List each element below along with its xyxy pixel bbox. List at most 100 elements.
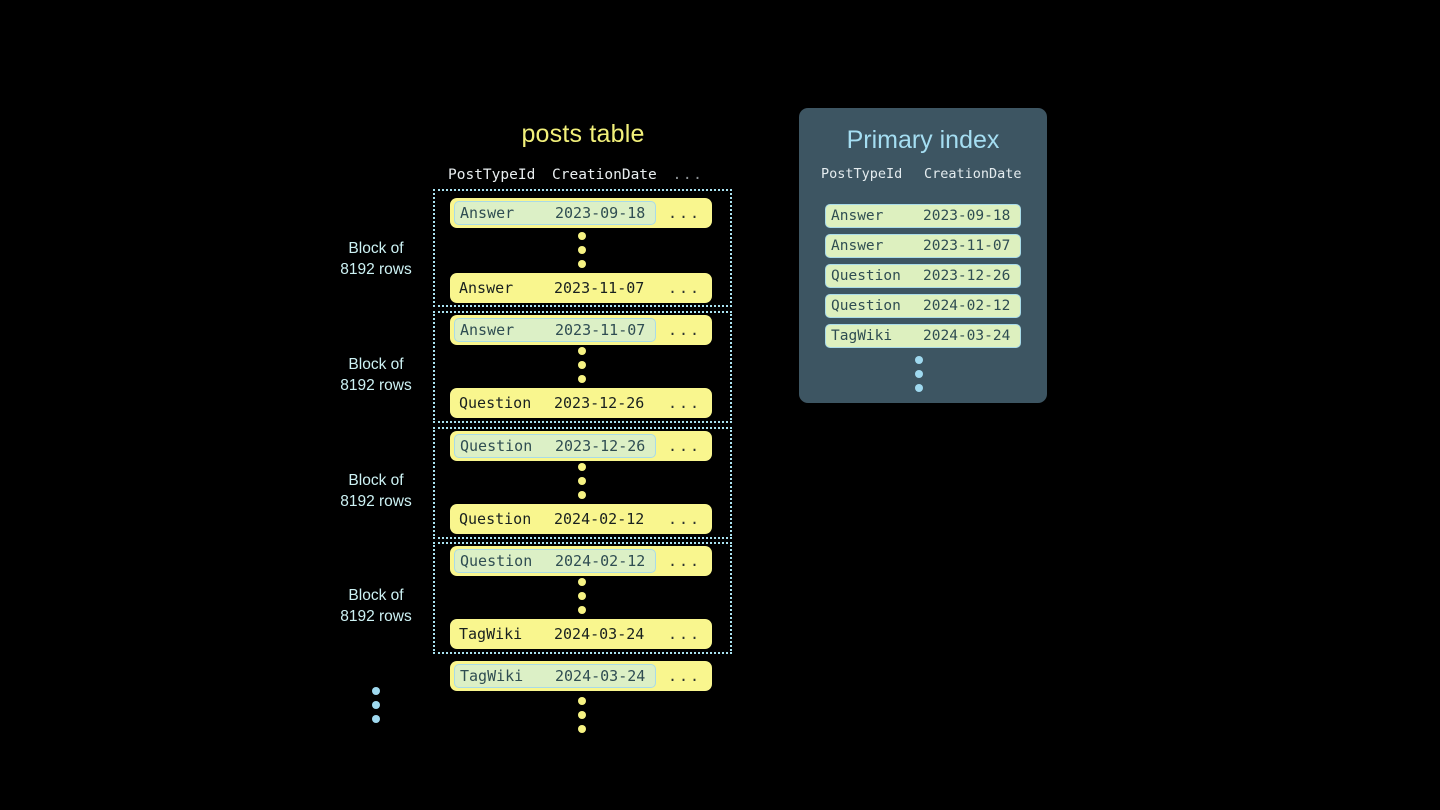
block-label-line1: Block of — [348, 587, 404, 604]
block-label-line1: Block of — [348, 356, 404, 373]
cell-posttypeid: Answer — [831, 208, 884, 224]
cell-creationdate: 2024-02-12 — [554, 510, 645, 528]
cell-ellipsis: ... — [667, 321, 702, 339]
column-header-creationdate: CreationDate — [924, 166, 1022, 182]
table-row: Answer 2023-11-07 ... — [450, 315, 712, 345]
dot — [578, 606, 586, 614]
cell-creationdate: 2023-12-26 — [555, 437, 646, 455]
cell-creationdate: 2024-03-24 — [554, 625, 645, 643]
block-outline-4 — [433, 542, 732, 654]
cell-posttypeid: Answer — [459, 279, 514, 297]
block-label-2: Block of 8192 rows — [301, 354, 451, 396]
dot — [578, 260, 586, 268]
dot — [578, 578, 586, 586]
cell-posttypeid: Question — [460, 552, 533, 570]
table-row: Question 2023-12-26 ... — [450, 431, 712, 461]
cell-creationdate: 2023-12-26 — [923, 268, 1011, 284]
cell-ellipsis: ... — [667, 510, 702, 528]
dot — [578, 491, 586, 499]
cell-creationdate: 2024-02-12 — [555, 552, 646, 570]
dot — [578, 361, 586, 369]
column-header-creationdate: CreationDate — [552, 167, 657, 183]
index-key-highlight: TagWiki 2024-03-24 — [454, 664, 656, 688]
index-row: Answer 2023-11-07 — [825, 234, 1021, 258]
block-label-line2: 8192 rows — [340, 608, 412, 625]
cell-creationdate: 2023-11-07 — [555, 321, 646, 339]
cell-posttypeid: Answer — [831, 238, 884, 254]
blocks-continue-dots — [371, 687, 381, 723]
dot — [578, 592, 586, 600]
cell-ellipsis: ... — [667, 625, 702, 643]
table-row: Question 2024-02-12 ... — [450, 546, 712, 576]
cell-creationdate: 2023-12-26 — [554, 394, 645, 412]
block-outline-2 — [433, 311, 732, 423]
table-row: TagWiki 2024-03-24 ... — [450, 619, 712, 649]
rows-omitted-dots — [577, 578, 587, 614]
cell-creationdate: 2023-11-07 — [554, 279, 645, 297]
dot — [578, 697, 586, 705]
cell-posttypeid: Question — [831, 298, 901, 314]
cell-ellipsis: ... — [667, 552, 702, 570]
dot — [915, 384, 923, 392]
block-label-line2: 8192 rows — [340, 261, 412, 278]
block-label-line2: 8192 rows — [340, 493, 412, 510]
index-continues-dots — [914, 356, 924, 392]
cell-posttypeid: Question — [459, 510, 532, 528]
index-key-highlight: Question 2023-12-26 — [454, 434, 656, 458]
table-continues-dots — [577, 697, 587, 733]
cell-creationdate: 2024-02-12 — [923, 298, 1011, 314]
posts-table-column-header: PostTypeId CreationDate ... — [448, 165, 714, 185]
primary-index-column-header: PostTypeId CreationDate — [821, 166, 1025, 182]
cell-ellipsis: ... — [667, 279, 702, 297]
cell-creationdate: 2024-03-24 — [923, 328, 1011, 344]
table-row: Answer 2023-11-07 ... — [450, 273, 712, 303]
primary-index-panel: Primary index PostTypeId CreationDate An… — [799, 108, 1047, 403]
block-label-line1: Block of — [348, 240, 404, 257]
block-outline-1 — [433, 189, 732, 307]
table-row: Answer 2023-09-18 ... — [450, 198, 712, 228]
rows-omitted-dots — [577, 463, 587, 499]
dot — [578, 246, 586, 254]
block-label-4: Block of 8192 rows — [301, 585, 451, 627]
table-row: Question 2024-02-12 ... — [450, 504, 712, 534]
column-header-ellipsis: ... — [672, 167, 704, 183]
rows-omitted-dots — [577, 232, 587, 268]
dot — [372, 701, 380, 709]
cell-creationdate: 2023-11-07 — [923, 238, 1011, 254]
index-row: Question 2023-12-26 — [825, 264, 1021, 288]
cell-creationdate: 2024-03-24 — [555, 667, 646, 685]
block-label-1: Block of 8192 rows — [301, 238, 451, 280]
dot — [372, 687, 380, 695]
dot — [578, 711, 586, 719]
column-header-posttypeid: PostTypeId — [821, 166, 903, 182]
dot — [915, 356, 923, 364]
cell-posttypeid: Answer — [460, 321, 515, 339]
cell-posttypeid: Answer — [460, 204, 515, 222]
table-row: Question 2023-12-26 ... — [450, 388, 712, 418]
cell-posttypeid: TagWiki — [831, 328, 893, 344]
cell-posttypeid: TagWiki — [459, 625, 523, 643]
primary-index-title: Primary index — [846, 126, 1000, 154]
cell-creationdate: 2023-09-18 — [555, 204, 646, 222]
dot — [578, 725, 586, 733]
dot — [578, 347, 586, 355]
dot — [578, 375, 586, 383]
cell-ellipsis: ... — [667, 204, 702, 222]
cell-creationdate: 2023-09-18 — [923, 208, 1011, 224]
block-label-line2: 8192 rows — [340, 377, 412, 394]
block-label-line1: Block of — [348, 472, 404, 489]
cell-ellipsis: ... — [667, 437, 702, 455]
posts-table-title: posts table — [521, 120, 645, 148]
cell-posttypeid: Question — [460, 437, 533, 455]
index-row: Question 2024-02-12 — [825, 294, 1021, 318]
block-label-3: Block of 8192 rows — [301, 470, 451, 512]
block-outline-3 — [433, 427, 732, 539]
index-key-highlight: Answer 2023-11-07 — [454, 318, 656, 342]
dot — [578, 463, 586, 471]
index-row: Answer 2023-09-18 — [825, 204, 1021, 228]
cell-ellipsis: ... — [667, 394, 702, 412]
cell-posttypeid: TagWiki — [460, 667, 524, 685]
cell-posttypeid: Question — [831, 268, 901, 284]
column-header-posttypeid: PostTypeId — [448, 167, 536, 183]
